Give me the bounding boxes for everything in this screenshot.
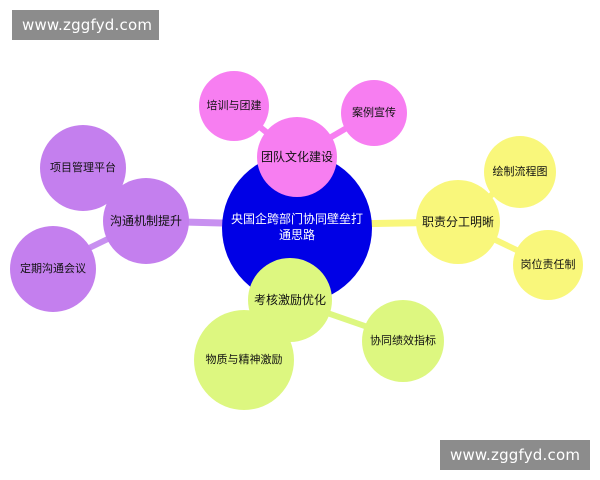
- watermark-bottom: www.zggfyd.com: [440, 440, 590, 470]
- branch-label-team-culture: 团队文化建设: [260, 149, 333, 164]
- branch-label-incentive: 考核激励优化: [253, 292, 326, 307]
- leaf-node-collab-kpi: 协同绩效指标: [362, 300, 444, 382]
- leaf-label-training: 培训与团建: [206, 99, 262, 113]
- leaf-label-responsibility: 岗位责任制: [520, 258, 576, 272]
- branch-node-duty-division: 职责分工明晰: [416, 180, 500, 264]
- center-topic-label: 央国企跨部门协同壁垒打通思路: [230, 212, 363, 242]
- branch-node-team-culture: 团队文化建设: [257, 117, 337, 197]
- leaf-node-case-promotion: 案例宣传: [341, 80, 407, 146]
- leaf-node-pm-platform: 项目管理平台: [40, 125, 126, 211]
- leaf-label-case-promotion: 案例宣传: [352, 106, 396, 120]
- leaf-node-responsibility: 岗位责任制: [513, 230, 583, 300]
- leaf-node-flowchart: 绘制流程图: [484, 136, 556, 208]
- branch-node-incentive: 考核激励优化: [248, 258, 332, 342]
- leaf-label-regular-meetings: 定期沟通会议: [20, 262, 86, 276]
- branch-label-duty-division: 职责分工明晰: [421, 214, 494, 229]
- leaf-label-pm-platform: 项目管理平台: [50, 161, 116, 175]
- leaf-label-collab-kpi: 协同绩效指标: [370, 334, 436, 348]
- watermark-top: www.zggfyd.com: [12, 10, 159, 40]
- leaf-label-material-incentive: 物质与精神激励: [205, 353, 283, 367]
- leaf-node-training: 培训与团建: [199, 71, 269, 141]
- leaf-label-flowchart: 绘制流程图: [492, 165, 548, 179]
- leaf-node-material-incentive: 物质与精神激励: [194, 310, 294, 410]
- leaf-node-regular-meetings: 定期沟通会议: [10, 226, 96, 312]
- branch-label-communication: 沟通机制提升: [109, 213, 182, 228]
